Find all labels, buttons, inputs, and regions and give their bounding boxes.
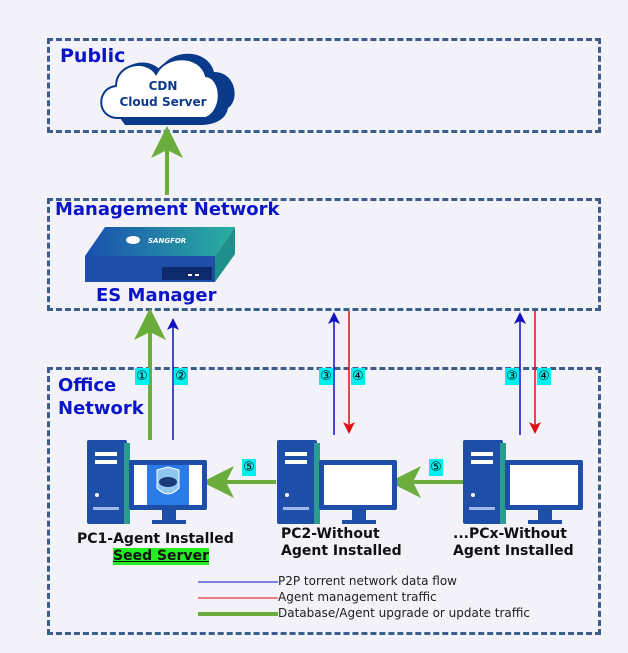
pcx-label-line2: Agent Installed <box>453 543 574 559</box>
badge-4-pcx: ④ <box>537 368 551 385</box>
badge-4-pc2: ④ <box>351 368 365 385</box>
pc1-label-line1: PC1-Agent Installed <box>77 531 234 547</box>
cloud-label-line1: CDN <box>148 79 178 93</box>
cloud-label-line2: Cloud Server <box>119 95 207 109</box>
pcx-label-line1: ...PCx-Without <box>453 526 567 542</box>
legend-update: Database/Agent upgrade or update traffic <box>278 606 530 620</box>
pc2-label-line1: PC2-Without <box>281 526 380 542</box>
pc2-label-line2: Agent Installed <box>281 543 402 559</box>
legend-p2p: P2P torrent network data flow <box>278 574 457 588</box>
badge-5-pc1: ⑤ <box>242 459 256 476</box>
office-zone-title-line1: Office <box>58 375 117 396</box>
sangfor-logo: SANGFOR <box>148 237 186 245</box>
computer-icon-pcx <box>463 440 583 524</box>
badge-2: ② <box>174 368 188 385</box>
public-zone-title: Public <box>60 45 126 67</box>
pc1-seed-server-label: Seed Server <box>113 548 209 565</box>
management-zone <box>47 198 601 311</box>
management-zone-title: Management Network <box>55 199 280 220</box>
public-zone <box>47 38 601 133</box>
badge-5-pc2: ⑤ <box>429 459 443 476</box>
computer-icon-pc1 <box>87 440 207 524</box>
badge-1: ① <box>135 368 149 385</box>
es-manager-label: ES Manager <box>96 285 217 306</box>
office-zone-title-line2: Network <box>58 398 144 419</box>
badge-3-pc2: ③ <box>319 368 333 385</box>
cloud-icon <box>100 53 235 125</box>
badge-3-pcx: ③ <box>505 368 519 385</box>
appliance-icon: SANGFOR <box>85 227 235 282</box>
computer-icon-pc2 <box>277 440 397 524</box>
legend-agent: Agent management traffic <box>278 590 437 604</box>
